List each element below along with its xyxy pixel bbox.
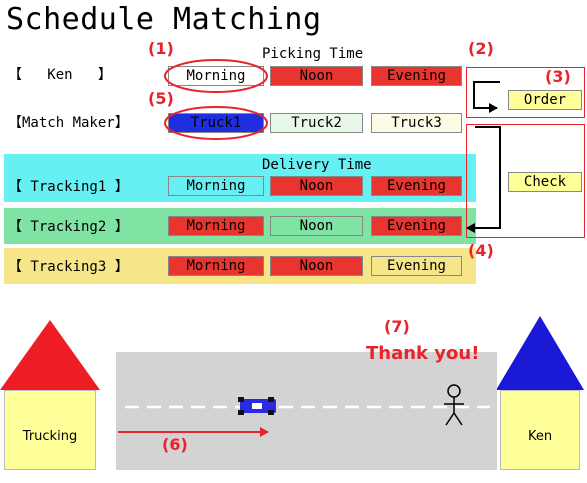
truck2-option[interactable]: Truck2 (270, 113, 363, 133)
callout-7: (7) (384, 317, 410, 336)
tracking3-label: 【 Tracking3 】 (8, 259, 129, 275)
person-icon (444, 384, 464, 426)
tracking3-slot-morning[interactable]: Morning (168, 256, 264, 276)
order-arrow (473, 81, 500, 113)
tracking2-slot-evening[interactable]: Evening (371, 216, 462, 236)
ken-slot-morning[interactable]: Morning (168, 66, 264, 86)
order-panel (466, 67, 585, 118)
tracking3-slot-evening[interactable]: Evening (371, 256, 462, 276)
truck1-highlight-ellipse (164, 106, 268, 140)
ken-house-label: Ken (500, 390, 580, 470)
ken-slot-evening[interactable]: Evening (371, 66, 462, 86)
tracking1-slot-evening[interactable]: Evening (371, 176, 462, 196)
check-arrow (466, 126, 501, 233)
truck3-option[interactable]: Truck3 (371, 113, 462, 133)
order-button[interactable]: Order (508, 90, 582, 110)
callout-3: (3) (545, 67, 571, 86)
trucking-house-roof (0, 320, 100, 390)
ken-slot-noon[interactable]: Noon (270, 66, 363, 86)
check-panel (466, 124, 585, 238)
callout-2: (2) (468, 39, 494, 58)
ken-row-label: 【 Ken 】 (8, 67, 112, 83)
ken-house-roof (496, 316, 584, 390)
road (116, 352, 497, 470)
thank-you-text: Thank you! (366, 343, 480, 364)
morning-highlight-ellipse (164, 59, 268, 93)
check-button[interactable]: Check (508, 172, 582, 192)
picking-time-header: Picking Time (262, 46, 364, 62)
trucking-house-label: Trucking (4, 390, 96, 470)
tracking2-slot-morning[interactable]: Morning (168, 216, 264, 236)
tracking1-label: 【 Tracking1 】 (8, 179, 129, 195)
page-title: Schedule Matching (6, 2, 322, 37)
callout-5: (5) (148, 89, 174, 108)
tracking1-slot-morning[interactable]: Morning (168, 176, 264, 196)
truck1-option[interactable]: Truck1 (168, 113, 264, 133)
annotation-layer (0, 59, 584, 470)
delivery-time-header: Delivery Time (262, 157, 372, 173)
callout-6: (6) (162, 435, 188, 454)
truck-car-icon (238, 397, 276, 415)
callout-1: (1) (148, 39, 174, 58)
tracking2-label: 【 Tracking2 】 (8, 219, 129, 235)
matchmaker-row-label: 【Match Maker】 (8, 115, 129, 131)
tracking1-slot-noon[interactable]: Noon (270, 176, 363, 196)
tracking2-slot-noon[interactable]: Noon (270, 216, 363, 236)
tracking3-slot-noon[interactable]: Noon (270, 256, 363, 276)
callout-4: (4) (468, 241, 494, 260)
